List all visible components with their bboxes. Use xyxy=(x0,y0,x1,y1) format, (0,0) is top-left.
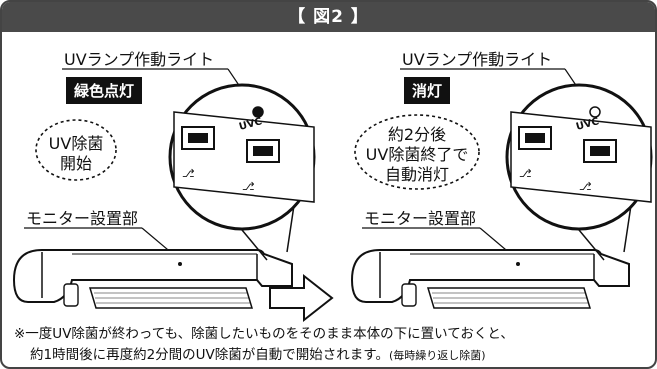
right-stand xyxy=(350,249,630,303)
footnote-line1: ※一度UV除菌が終わっても、除菌したいものをそのまま本体の下に置いておくと、 xyxy=(14,326,514,342)
right-status-badge: 消灯 xyxy=(404,77,451,104)
left-status-badge: 緑色点灯 xyxy=(66,77,143,104)
footnote-line2-small: (毎時繰り返し除菌) xyxy=(388,349,486,362)
left-bubble-line2: 開始 xyxy=(59,154,92,173)
right-bubble xyxy=(354,114,480,190)
next-arrow xyxy=(269,273,334,323)
left-illustration: ⎇ ⎇ UVC xyxy=(12,68,316,309)
left-monitor-label: モニター設置部 xyxy=(26,209,139,228)
left-usb-icon-2: ⎇ xyxy=(242,180,255,193)
right-illustration: ⎇ ⎇ UVC xyxy=(350,68,653,309)
left-lamp-label: UVランプ作動ライト xyxy=(64,50,215,69)
right-lamp-label: UVランプ作動ライト xyxy=(402,50,553,69)
right-remote xyxy=(401,283,417,307)
left-stand xyxy=(12,249,293,303)
left-uv-lamp-indicator xyxy=(252,106,264,118)
right-bubble-line1: 約2分後 xyxy=(387,125,447,144)
footnote-line2: 約1時間後に再度約2分間のUV除菌が自動で開始されます。(毎時繰り返し除菌) xyxy=(30,343,486,363)
right-usb-icon-1: ⎇ xyxy=(519,167,532,180)
left-remote xyxy=(63,283,79,307)
title-bar xyxy=(2,2,655,32)
right-monitor-label: モニター設置部 xyxy=(364,209,477,228)
right-usb-icon-2: ⎇ xyxy=(579,180,592,193)
left-bubble-line1: UV除菌 xyxy=(48,134,104,153)
left-bubble xyxy=(35,119,117,181)
figure-title: 【 図2 】 xyxy=(288,7,369,27)
right-bubble-line3: 自動消灯 xyxy=(384,165,449,184)
left-usb-icon-1: ⎇ xyxy=(182,167,195,180)
footnote-line2-main: 約1時間後に再度約2分間のUV除菌が自動で開始されます。 xyxy=(30,347,389,363)
right-uv-lamp-indicator xyxy=(589,106,601,118)
right-bubble-line2: UV除菌終了で xyxy=(365,145,469,164)
